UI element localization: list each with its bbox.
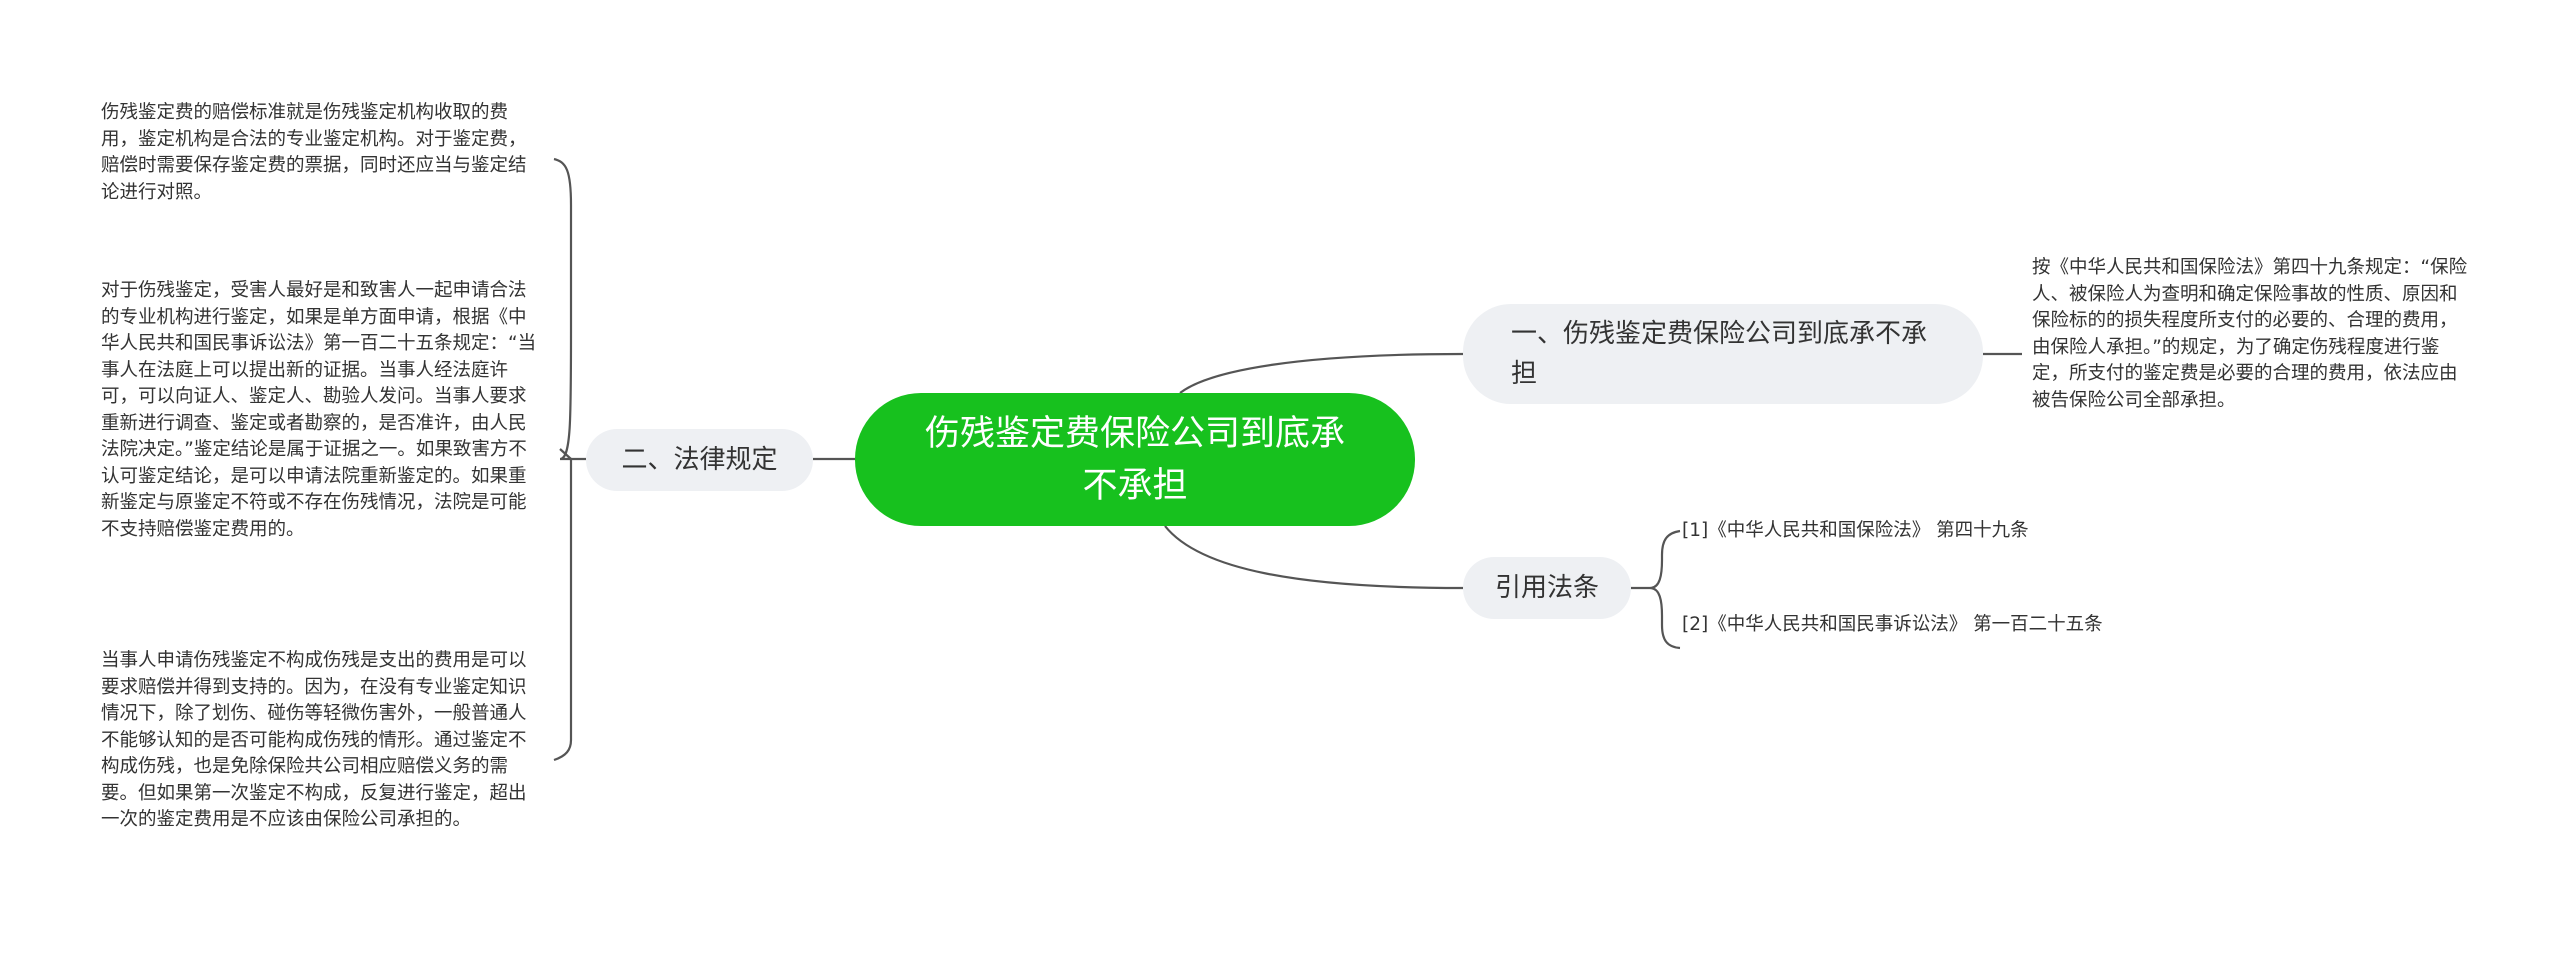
leaf-text-procedure: 对于伤残鉴定，受害人最好是和致害人一起申请合法的专业机构进行鉴定，如果是单方面申… <box>101 280 537 540</box>
branch-cited-articles-label: 引用法条 <box>1494 573 1599 603</box>
link-left-mid <box>559 448 572 460</box>
branch-legal-provisions[interactable]: 二、法律规定 <box>586 429 813 491</box>
branch-cited-articles[interactable]: 引用法条 <box>1463 557 1631 619</box>
root-topic[interactable]: 伤残鉴定费保险公司到底承不承担 <box>855 393 1415 526</box>
root-topic-label: 伤残鉴定费保险公司到底承不承担 <box>924 413 1345 506</box>
link-root-right1 <box>1179 352 1464 394</box>
branch-legal-provisions-label: 二、法律规定 <box>621 445 778 475</box>
leaf-reference-2[interactable]: [2]《中华人民共和国民事诉讼法》 第一百二十五条 <box>1682 614 2103 635</box>
leaf-text-insurance-law: 按《中华人民共和国保险法》第四十九条规定：“保险人、被保险人为查明和确定保险事故… <box>2032 257 2468 411</box>
branch-question[interactable]: 一、伤残鉴定费保险公司到底承不承担 <box>1463 304 1983 404</box>
branch-question-label: 一、伤残鉴定费保险公司到底承不承担 <box>1511 319 1928 389</box>
link-refs-bracket <box>1631 529 1681 650</box>
leaf-reference-1[interactable]: [1]《中华人民共和国保险法》 第四十九条 <box>1682 520 2029 541</box>
link-root-refs <box>1164 525 1464 590</box>
leaf-text-standard: 伤残鉴定费的赔偿标准就是伤残鉴定机构收取的费用，鉴定机构是合法的专业鉴定机构。对… <box>101 102 527 203</box>
leaf-text-non-disability: 当事人申请伤残鉴定不构成伤残是支出的费用是可以要求赔偿并得到支持的。因为，在没有… <box>101 650 527 830</box>
